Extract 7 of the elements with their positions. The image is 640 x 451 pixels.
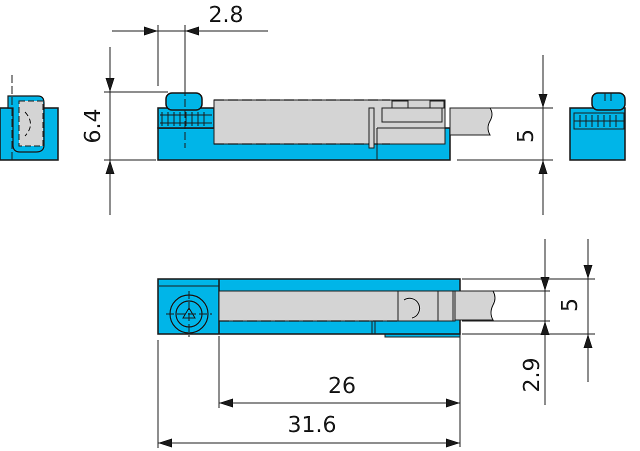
dimension-value: 2.9 — [522, 358, 544, 392]
dimension-value: 26 — [328, 376, 356, 398]
dimension-value: 5 — [560, 298, 582, 312]
dimension-value: 6.4 — [83, 108, 105, 144]
dimension-value: 31.6 — [288, 415, 336, 437]
dimension-value: 2.8 — [208, 5, 244, 27]
dimension-value: 5 — [516, 129, 538, 143]
